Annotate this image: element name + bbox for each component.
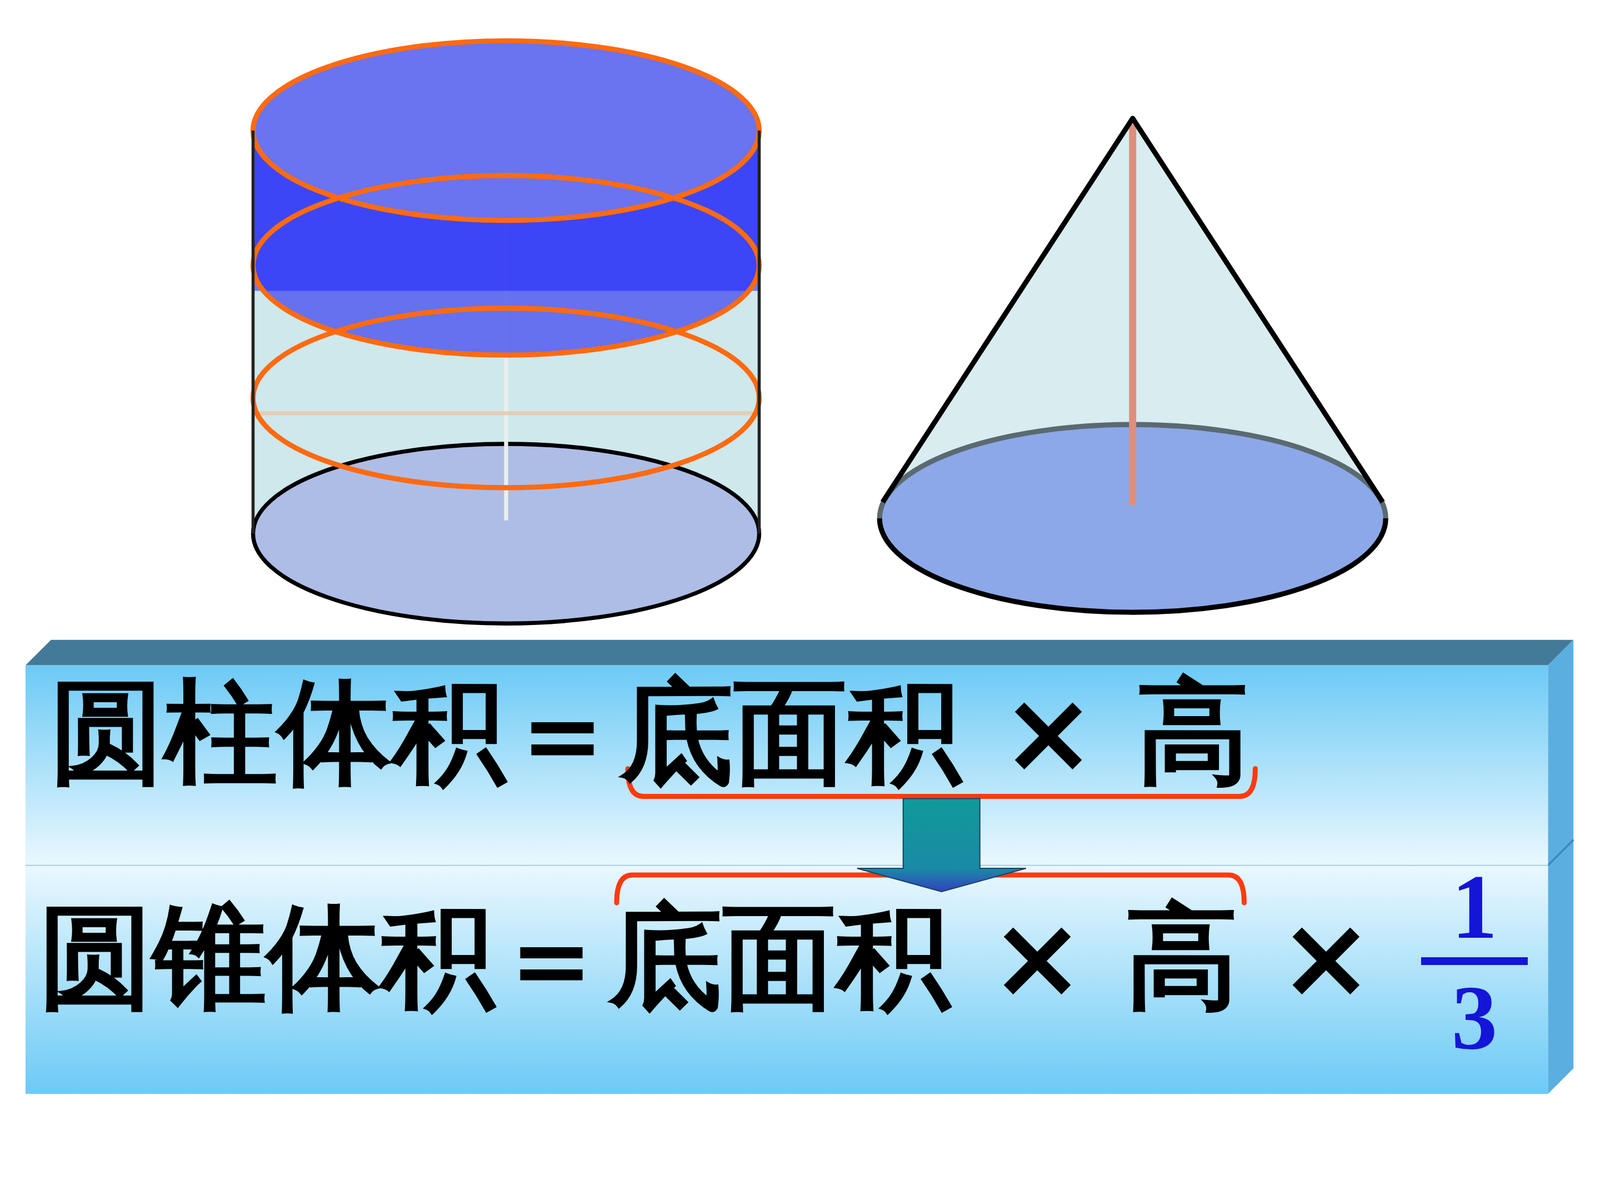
- block-arrow: [857, 798, 1027, 893]
- formula-text: 圆柱体积＝底面积 × 高: [50, 670, 1250, 796]
- numerator: 1: [1451, 861, 1498, 953]
- formula-row: 圆锥体积＝底面积 × 高 ×13: [33, 891, 1380, 1024]
- faint-line: [253, 411, 760, 415]
- panel-side-line: [1547, 840, 1574, 866]
- formula-row: 圆柱体积＝底面积 × 高: [44, 666, 1256, 799]
- cone-figure: [879, 118, 1386, 613]
- formula-text: 圆锥体积＝底面积 × 高 ×: [38, 895, 1374, 1021]
- cone-height: [1128, 124, 1137, 505]
- cylinder-side: [757, 130, 762, 534]
- formula-panel: [25, 640, 1574, 1094]
- cone-sides: [882, 118, 1383, 503]
- panel-lower: [25, 865, 1548, 1094]
- panel-top: [25, 640, 1574, 666]
- top-circle: [253, 40, 760, 220]
- panel-side: [1547, 640, 1574, 1094]
- mid-circle: [253, 175, 760, 355]
- low-circle: [253, 308, 760, 488]
- cylinder-side: [251, 130, 255, 534]
- fraction: 13: [1421, 861, 1528, 1064]
- panel-divider: [25, 865, 1548, 867]
- panel-upper: [25, 665, 1548, 866]
- fraction-bar: [1421, 957, 1528, 965]
- cone-base-front: [879, 518, 1386, 613]
- cylinder-figure: [253, 40, 760, 624]
- denominator: 3: [1451, 971, 1498, 1064]
